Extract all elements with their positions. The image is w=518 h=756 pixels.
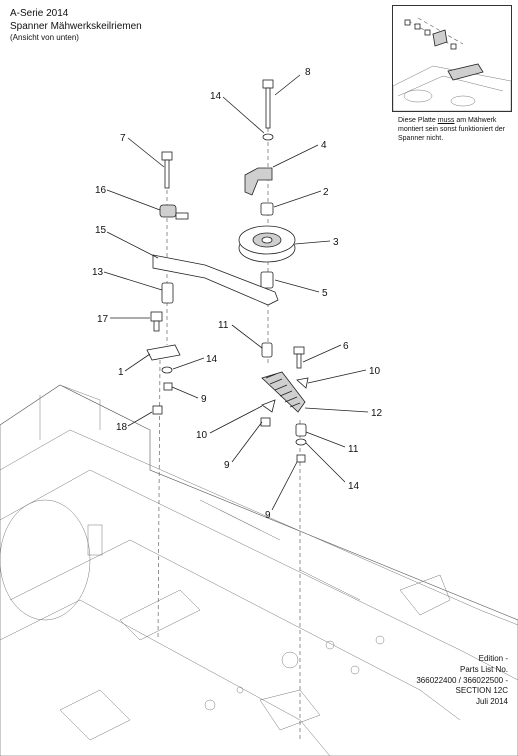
footer-edition: Edition - xyxy=(478,654,508,663)
callout-9-center: 9 xyxy=(224,460,230,471)
detail-inset-drawing xyxy=(393,17,511,111)
bracket-4 xyxy=(244,167,273,196)
callout-17: 17 xyxy=(97,314,109,325)
footer-section: SECTION 12C xyxy=(455,686,508,696)
callout-9-right: 9 xyxy=(265,510,271,521)
inset-note-emphasis: muss xyxy=(437,117,455,124)
spacer-13 xyxy=(161,282,174,304)
callout-16: 16 xyxy=(95,185,107,196)
callout-15: 15 xyxy=(95,225,107,236)
washer-14-top xyxy=(262,133,274,141)
callout-14-right: 14 xyxy=(348,481,360,492)
page-title: Spanner Mähwerkskeilriemen xyxy=(10,20,142,32)
series-label: A-Serie 2014 xyxy=(10,8,69,19)
callout-8: 8 xyxy=(305,67,311,78)
spring-12 xyxy=(261,371,306,413)
callout-13: 13 xyxy=(92,267,104,278)
footer-numbers: 366022400 / 366022500 - xyxy=(416,675,508,685)
tension-arm-15 xyxy=(152,254,279,306)
clip-10-left xyxy=(261,399,276,413)
mower-deck-frame xyxy=(0,384,518,756)
callout-14-top: 14 xyxy=(210,91,222,102)
plate-1 xyxy=(146,344,181,361)
callout-3: 3 xyxy=(333,237,339,248)
clip-10-right xyxy=(296,377,309,389)
washer-14-right xyxy=(295,438,307,446)
callout-12: 12 xyxy=(371,408,383,419)
spacer-11-bottom xyxy=(295,423,307,437)
nut-9-left xyxy=(163,382,173,391)
bolt-17 xyxy=(150,311,163,332)
callout-18: 18 xyxy=(116,422,128,433)
footer-date: Juli 2014 xyxy=(475,697,508,707)
callout-14-left: 14 xyxy=(206,354,218,365)
inset-note: Diese Platte muss am Mähwerk montiert se… xyxy=(398,116,513,143)
callout-4: 4 xyxy=(321,140,327,151)
footer-info: Edition - Parts List No. 366022400 / 366… xyxy=(416,654,508,708)
callout-1: 1 xyxy=(118,367,124,378)
bolt-16 xyxy=(159,204,189,220)
inset-note-before: Diese Platte xyxy=(398,117,438,124)
leader-lines xyxy=(103,74,369,511)
callout-11-bottom: 11 xyxy=(348,444,359,455)
bolt-7 xyxy=(161,151,173,189)
callout-10-right: 10 xyxy=(369,366,381,377)
callout-5: 5 xyxy=(322,288,328,299)
callout-2: 2 xyxy=(323,187,329,198)
inset-note-after: am Mähwerk montiert sein sonst funktioni… xyxy=(398,117,505,143)
callout-6: 6 xyxy=(343,341,349,352)
callout-10-left: 10 xyxy=(196,430,208,441)
idler-pulley-3 xyxy=(238,225,296,263)
spacer-2 xyxy=(260,202,274,216)
bolt-6 xyxy=(293,346,305,369)
nut-9-center xyxy=(260,417,271,427)
title-block: A-Serie 2014 Spanner Mähwerkskeilriemen … xyxy=(10,8,142,43)
spacer-11-top xyxy=(261,342,273,358)
detail-inset xyxy=(392,5,512,112)
bolt-8 xyxy=(262,79,274,129)
bushing-5 xyxy=(260,271,274,289)
callout-7: 7 xyxy=(120,133,126,144)
nut-18 xyxy=(152,405,163,415)
nut-9-right xyxy=(296,454,306,463)
callout-9-left: 9 xyxy=(201,394,207,405)
washer-14-left xyxy=(161,366,173,374)
view-subtitle: (Ansicht von unten) xyxy=(10,33,79,42)
callout-11-top: 11 xyxy=(218,320,229,331)
footer-parts-list: Parts List No. xyxy=(459,664,508,674)
